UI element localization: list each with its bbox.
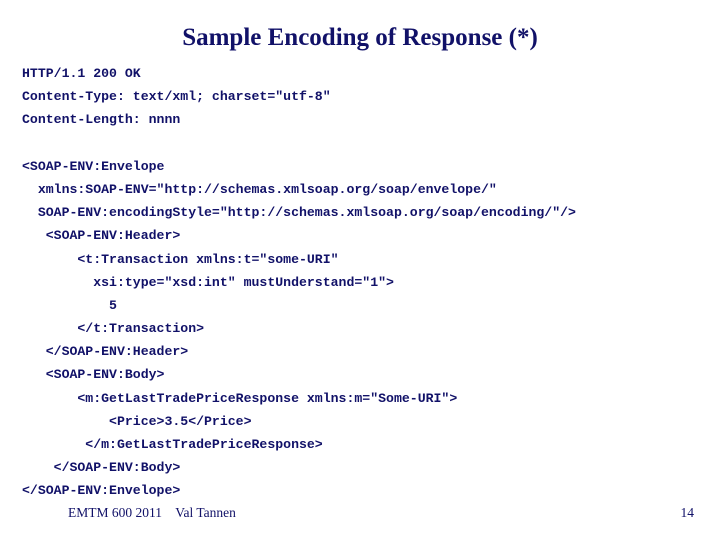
code-line: Content-Length: nnnn bbox=[22, 112, 181, 128]
page-title: Sample Encoding of Response (*) bbox=[182, 24, 538, 51]
code-line: HTTP/1.1 200 OK bbox=[22, 66, 141, 81]
code-line: <t:Transaction xmlns:t="some-URI" bbox=[22, 251, 339, 267]
code-line: </SOAP-ENV:Body> bbox=[22, 460, 181, 476]
code-line: 5 bbox=[22, 297, 117, 313]
footer-course-label: EMTM 600 2011 Val Tannen bbox=[68, 505, 236, 520]
code-line: SOAP-ENV:encodingStyle="http://schemas.x… bbox=[22, 205, 576, 221]
code-line: <Price>3.5</Price> bbox=[22, 413, 252, 429]
code-line: </m:GetLastTradePriceResponse> bbox=[22, 437, 323, 452]
code-line: <SOAP-ENV:Header> bbox=[22, 228, 181, 244]
code-line: <m:GetLastTradePriceResponse xmlns:m="So… bbox=[22, 390, 458, 406]
code-line: xmlns:SOAP-ENV="http://schemas.xmlsoap.o… bbox=[22, 181, 497, 197]
footer-page-number: 14 bbox=[680, 505, 695, 520]
code-line: <SOAP-ENV:Envelope bbox=[22, 158, 165, 174]
code-line: </t:Transaction> bbox=[22, 321, 205, 337]
code-line: <SOAP-ENV:Body> bbox=[22, 367, 165, 383]
code-block: HTTP/1.1 200 OK Content-Type: text/xml; c… bbox=[22, 62, 712, 503]
code-line: </SOAP-ENV:Header> bbox=[22, 344, 189, 360]
code-line: </SOAP-ENV:Envelope> bbox=[22, 483, 181, 499]
code-line: xsi:type="xsd:int" mustUnderstand="1"> bbox=[22, 274, 394, 290]
code-line: Content-Type: text/xml; charset="utf-8" bbox=[22, 89, 331, 105]
slide-footer: EMTM 600 2011 Val Tannen 14 bbox=[0, 505, 720, 529]
code-line bbox=[22, 132, 712, 155]
